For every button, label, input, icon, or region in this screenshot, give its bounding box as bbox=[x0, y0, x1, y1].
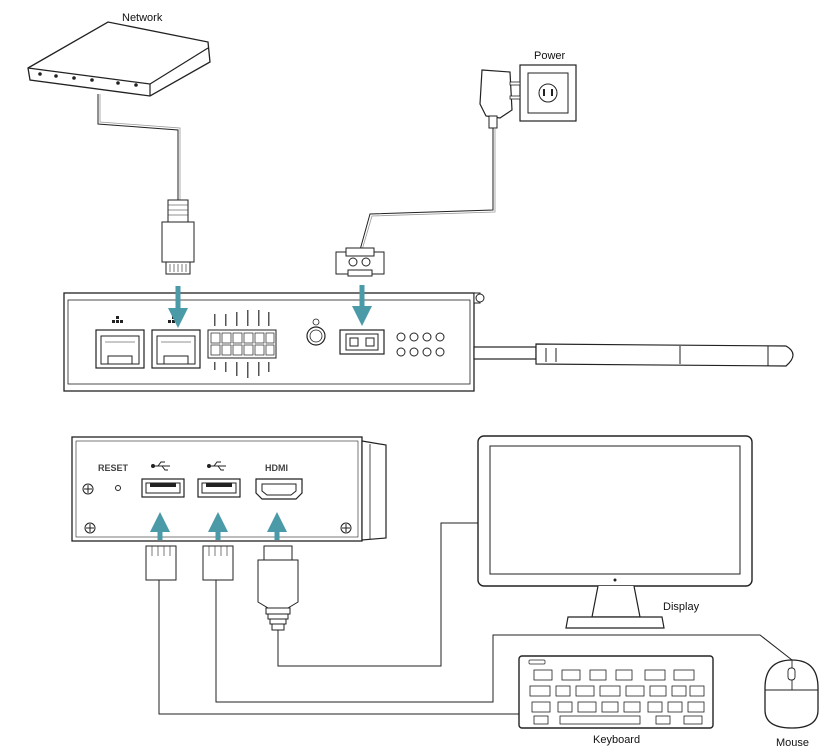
power-cable bbox=[359, 128, 494, 251]
lan-icon bbox=[112, 316, 123, 323]
power-input-connector[interactable] bbox=[339, 329, 385, 355]
usb-port-1[interactable] bbox=[141, 478, 185, 498]
power-adapter-icon bbox=[479, 69, 521, 129]
power-socket-icon bbox=[519, 64, 577, 122]
hdmi-plug-icon bbox=[257, 545, 299, 631]
network-label: Network bbox=[122, 12, 163, 24]
monitor-icon bbox=[477, 435, 753, 629]
usb-icon bbox=[151, 461, 170, 471]
mouse-cable bbox=[215, 580, 793, 703]
usb-icon bbox=[207, 461, 226, 471]
reset-label: RESET bbox=[98, 463, 129, 473]
reset-button[interactable] bbox=[115, 485, 121, 491]
terminal-pin-markings bbox=[214, 310, 270, 378]
hdmi-label: HDMI bbox=[265, 463, 288, 473]
keyboard-icon bbox=[518, 655, 714, 729]
lan-port-2[interactable] bbox=[151, 329, 201, 369]
screw-icon bbox=[82, 483, 94, 495]
io-terminal-block[interactable] bbox=[207, 329, 277, 359]
mouse-icon bbox=[764, 659, 819, 729]
screw-icon bbox=[84, 522, 96, 534]
mouse-label: Mouse bbox=[776, 737, 809, 749]
power-icon bbox=[312, 318, 320, 326]
antenna-icon bbox=[473, 343, 794, 367]
power-label: Power bbox=[534, 50, 566, 62]
screw-icon bbox=[340, 522, 352, 534]
status-leds bbox=[396, 332, 445, 357]
usb-port-2[interactable] bbox=[197, 478, 241, 498]
power-button[interactable] bbox=[306, 326, 326, 346]
network-router-icon bbox=[27, 21, 211, 97]
keyboard-cable bbox=[158, 580, 520, 715]
network-cable bbox=[97, 94, 179, 205]
keyboard-label: Keyboard bbox=[593, 734, 640, 746]
hdmi-port[interactable] bbox=[255, 478, 303, 500]
display-label: Display bbox=[663, 601, 700, 613]
usb-plug-icon bbox=[202, 545, 234, 581]
terminal-plug-icon bbox=[335, 247, 385, 277]
hdmi-cable bbox=[277, 522, 478, 667]
lan-port-1[interactable] bbox=[95, 329, 145, 369]
usb-plug-icon bbox=[145, 545, 177, 581]
rj45-plug-icon bbox=[161, 199, 195, 275]
